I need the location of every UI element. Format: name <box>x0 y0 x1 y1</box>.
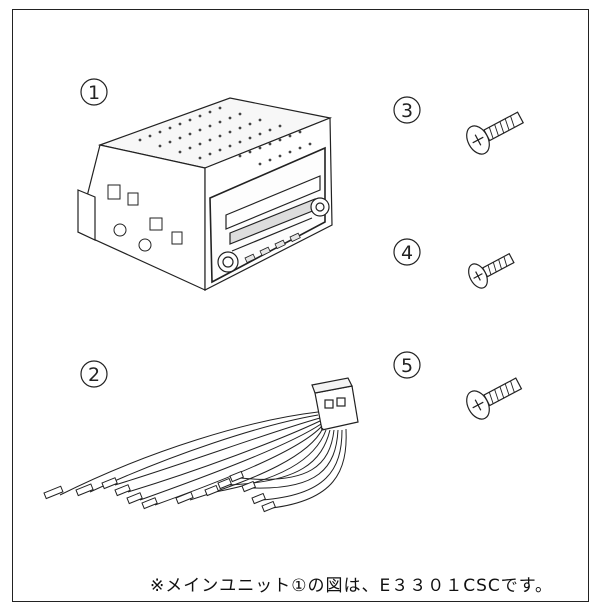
part-label-3: 3 <box>393 96 421 124</box>
wiring-harness-illustration <box>43 377 359 513</box>
part-label-4: 4 <box>393 238 421 266</box>
part-label-1: 1 <box>80 78 108 106</box>
svg-text:1: 1 <box>88 82 100 104</box>
vent-pattern <box>138 106 312 166</box>
part-label-2: 2 <box>80 360 108 388</box>
diagram-frame <box>12 9 589 602</box>
svg-text:4: 4 <box>401 242 413 264</box>
part-label-5: 5 <box>393 351 421 379</box>
svg-text:3: 3 <box>401 100 413 122</box>
svg-text:2: 2 <box>88 364 100 386</box>
svg-text:5: 5 <box>401 355 413 377</box>
screw-illustration <box>466 111 525 420</box>
caption-note: ※メインユニット①の図は、E３３０１CSCです。 <box>150 576 554 596</box>
main-unit-illustration <box>77 97 333 291</box>
